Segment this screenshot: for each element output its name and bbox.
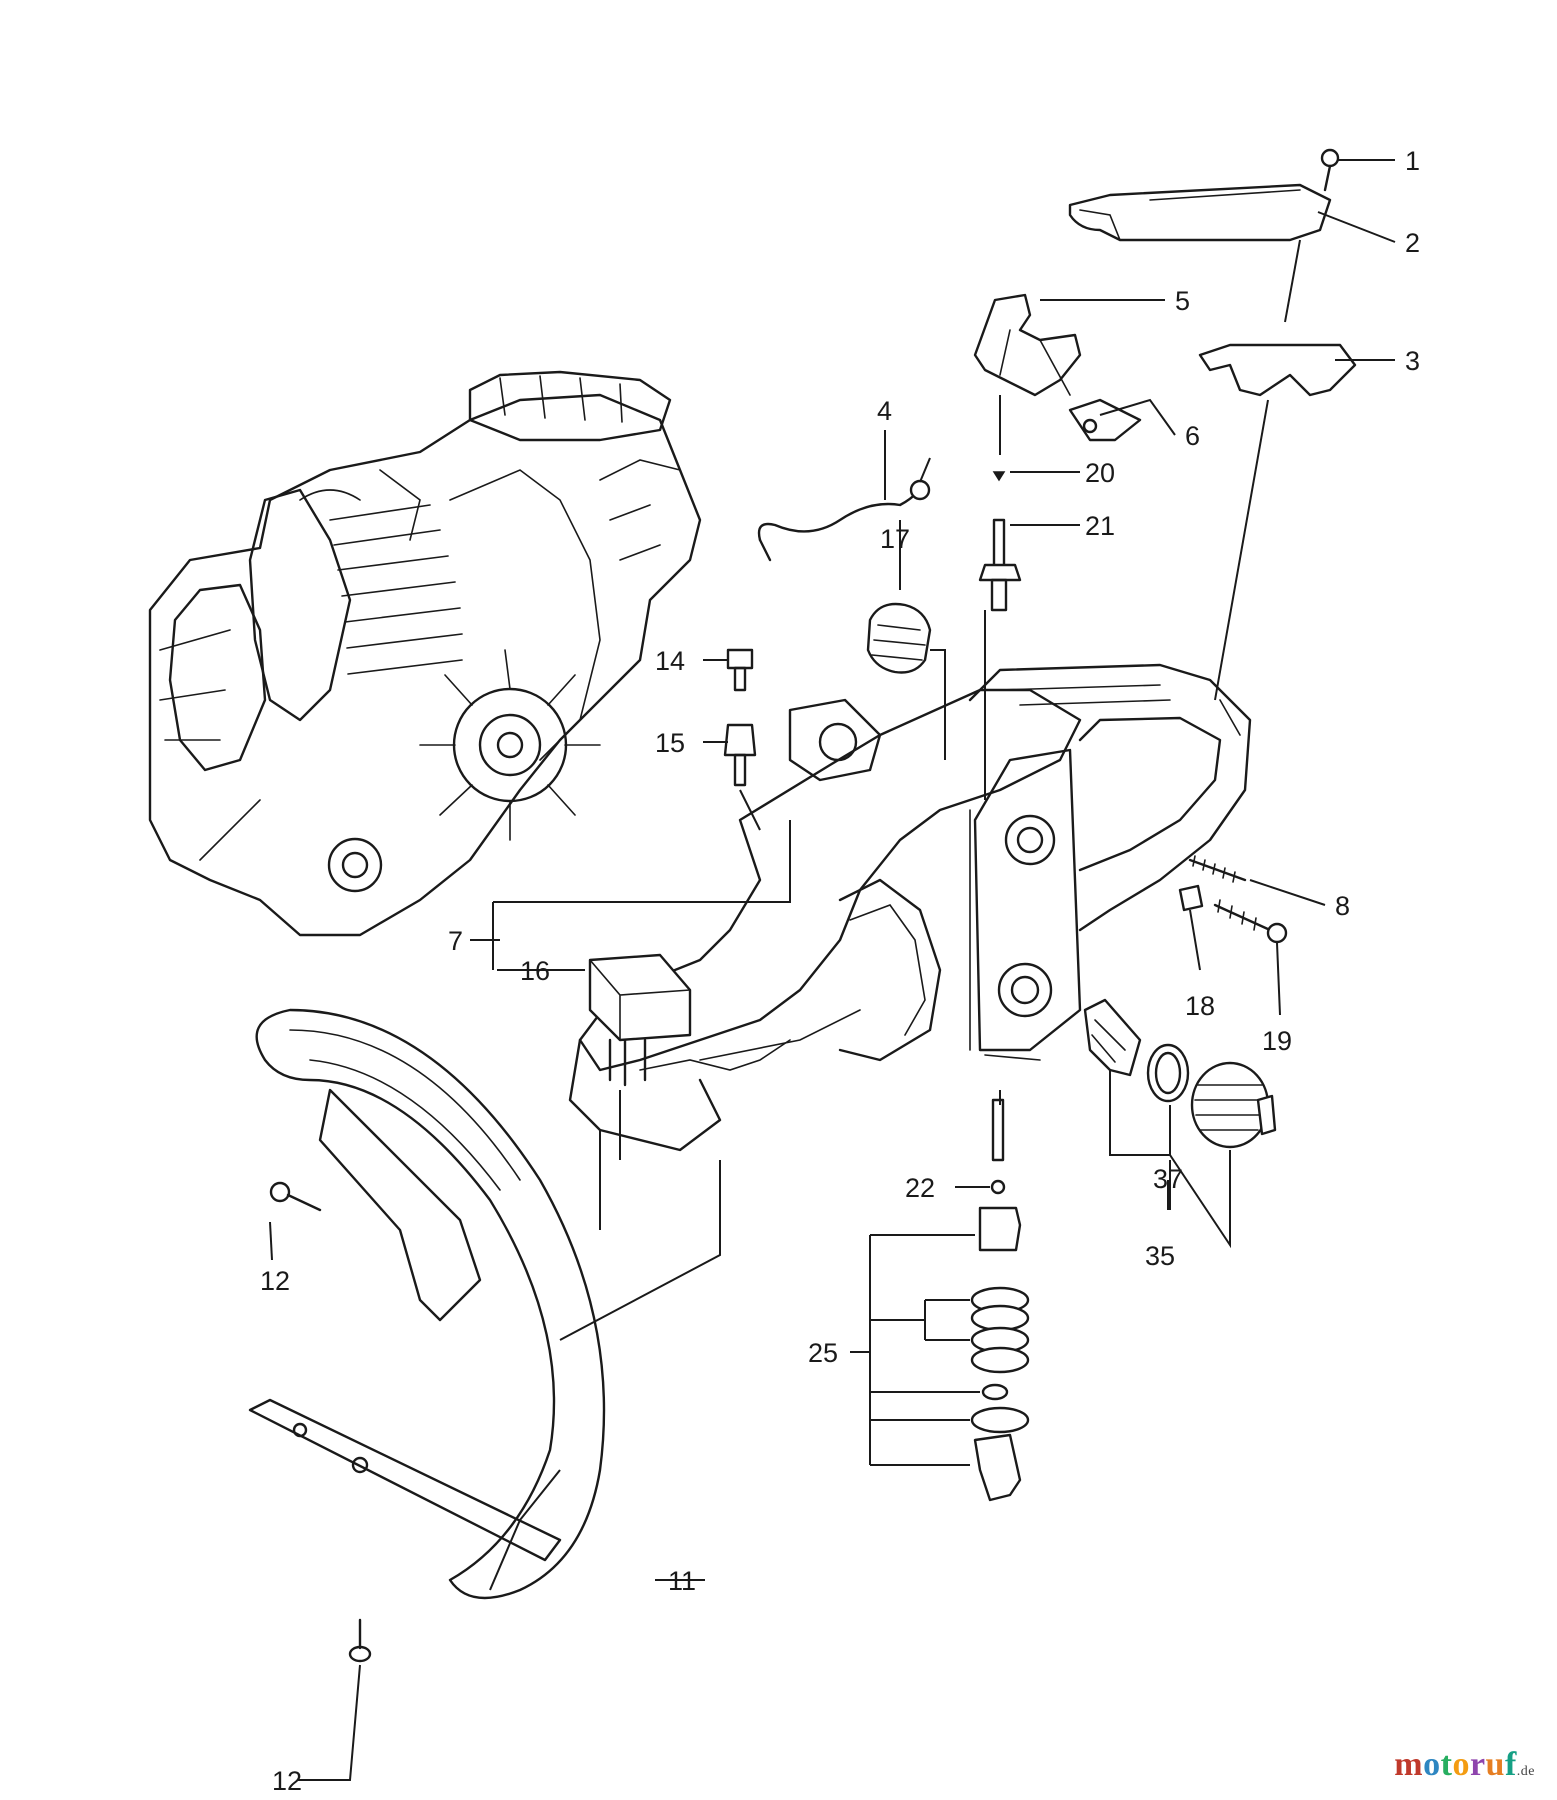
seal-ring-part-37 — [1146, 1043, 1190, 1103]
watermark-letter: u — [1485, 1746, 1505, 1783]
throttle-lever-part-5 — [973, 293, 1082, 397]
callout-37: 37 — [1153, 1164, 1183, 1194]
anti-vibration-mount-part-25 — [970, 1098, 1030, 1502]
callout-7: 7 — [448, 926, 463, 956]
callout-4: 4 — [877, 396, 892, 426]
callout-14: 14 — [655, 646, 685, 676]
callout-8: 8 — [1335, 891, 1350, 921]
screw-part-1 — [1320, 148, 1340, 192]
bracket-part-3 — [1198, 343, 1357, 397]
shaft-part-21 — [978, 471, 1022, 612]
callout-12-upper: 12 — [260, 1266, 290, 1296]
pad-part-16 — [588, 953, 692, 1087]
callout-18: 18 — [1185, 991, 1215, 1021]
callout-15: 15 — [655, 728, 685, 758]
screw-part-19 — [1213, 899, 1288, 944]
callout-16: 16 — [520, 956, 550, 986]
spring-part-8 — [1188, 855, 1247, 883]
cover-part-2 — [1068, 183, 1332, 242]
buffer-part-17 — [866, 602, 932, 674]
watermark-letter: t — [1440, 1746, 1453, 1783]
lever-part-6 — [1068, 398, 1142, 442]
callout-2: 2 — [1405, 228, 1420, 258]
screw-part-12-upper — [269, 1181, 322, 1212]
watermark-letter: f — [1504, 1746, 1517, 1783]
bolt-part-15 — [723, 723, 757, 787]
front-handle-bar-part-11 — [248, 1008, 606, 1600]
watermark-tld: .de — [1516, 1764, 1535, 1779]
callout-1: 1 — [1405, 146, 1420, 176]
watermark-letter: m — [1394, 1746, 1424, 1783]
bolt-part-14 — [726, 648, 754, 692]
cap-retainer-part-35 — [1083, 998, 1142, 1077]
tank-cap — [1190, 1061, 1277, 1149]
callout-19: 19 — [1262, 1026, 1292, 1056]
pin-part-18 — [1178, 884, 1204, 912]
callout-5: 5 — [1175, 286, 1190, 316]
handle-housing-part-7 — [568, 663, 1252, 1152]
screw-part-12-lower — [348, 1618, 372, 1663]
watermark-letter: o — [1423, 1746, 1441, 1783]
engine-assembly — [148, 370, 702, 937]
callout-35: 35 — [1145, 1241, 1175, 1271]
callout-22: 22 — [905, 1173, 935, 1203]
callout-20: 20 — [1085, 458, 1115, 488]
callout-3: 3 — [1405, 346, 1420, 376]
callout-17: 17 — [880, 524, 910, 554]
callout-21: 21 — [1085, 511, 1115, 541]
callout-6: 6 — [1185, 421, 1200, 451]
leader-lines — [269, 159, 1396, 1781]
callout-25: 25 — [808, 1338, 838, 1368]
callout-labels: 1 2 3 4 5 6 20 21 17 14 15 7 16 8 18 19 … — [260, 146, 1420, 1796]
watermark-letter: o — [1452, 1746, 1470, 1783]
callout-11: 11 — [668, 1566, 696, 1596]
callout-12-lower: 12 — [272, 1766, 302, 1796]
watermark-letter: r — [1469, 1746, 1486, 1783]
motoruf-watermark: motoruf.de — [1394, 1746, 1535, 1784]
